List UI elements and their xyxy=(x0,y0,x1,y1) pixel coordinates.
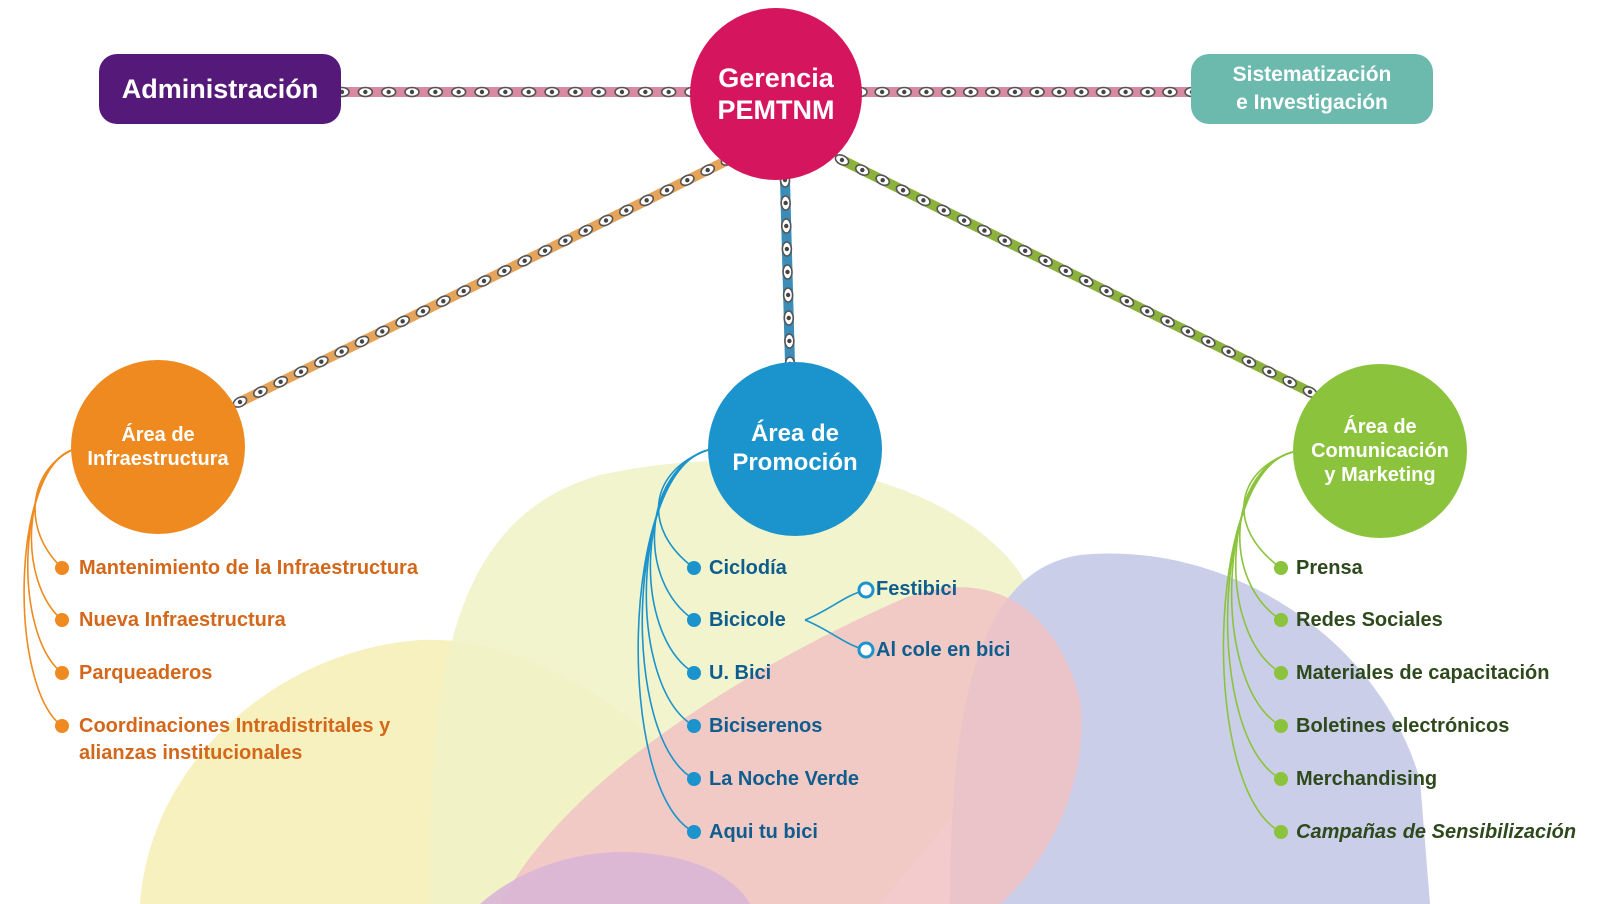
chain-admin xyxy=(334,86,700,98)
sistematizacion-label-1: Sistematización xyxy=(1232,62,1392,86)
bg-blob-periwinkle xyxy=(950,553,1430,904)
gerencia-label-2: PEMTNM xyxy=(717,95,835,125)
promocion-label-1: Área de xyxy=(750,420,840,448)
bullet-dot xyxy=(687,561,701,575)
bullet-dot xyxy=(1274,825,1288,839)
comunicacion-item: Merchandising xyxy=(1296,768,1438,790)
comunicacion-item: Campañas de Sensibilización xyxy=(1296,821,1577,843)
bullet-dot xyxy=(1274,666,1288,680)
bullet-dot xyxy=(55,666,69,680)
bullet-dot xyxy=(55,719,69,733)
branch-line xyxy=(637,449,709,833)
bullet-dot xyxy=(687,825,701,839)
gerencia-label-1: Gerencia xyxy=(718,62,834,93)
chain-sistematizacion xyxy=(852,86,1200,98)
promocion-subitem: Al cole en bici xyxy=(876,639,1011,661)
bullet-dot xyxy=(55,613,69,627)
comunicacion-item: Boletines electrónicos xyxy=(1296,715,1510,737)
promocion-item: Aqui tu bici xyxy=(709,821,818,843)
chain-comunicacion xyxy=(834,154,1318,398)
promocion-label-2: Promoción xyxy=(732,449,858,476)
comunicacion-label-2: Comunicación xyxy=(1311,440,1449,462)
administracion-box: Administración xyxy=(99,54,341,124)
comunicacion-item: Materiales de capacitación xyxy=(1296,662,1550,684)
infra-item: Mantenimiento de la Infraestructura xyxy=(79,557,418,579)
promocion-item: Biciserenos xyxy=(709,715,823,737)
bg-blob-pink xyxy=(500,587,1082,904)
chain-infraestructura xyxy=(232,154,736,408)
promocion-item: U. Bici xyxy=(709,662,772,684)
comunicacion-item: Prensa xyxy=(1296,557,1363,579)
bg-blob-purple xyxy=(480,852,750,904)
promocion-item: Bicicole xyxy=(709,609,786,631)
infraestructura-label-2: Infraestructura xyxy=(87,448,229,470)
gerencia-circle: Gerencia PEMTNM xyxy=(690,8,862,180)
bullet-dot xyxy=(55,561,69,575)
comunicacion-label-3: y Marketing xyxy=(1324,464,1436,486)
bullet-dot xyxy=(1274,613,1288,627)
infraestructura-label-1: Área de xyxy=(121,424,195,446)
promocion-subitem: Festibici xyxy=(876,578,958,600)
branch-line xyxy=(1222,451,1294,833)
sistematizacion-box: Sistematización e Investigación xyxy=(1191,54,1433,124)
comunicacion-label-1: Área de xyxy=(1343,416,1417,438)
bullet-dot xyxy=(687,666,701,680)
infra-item: Nueva Infraestructura xyxy=(79,609,286,631)
infra-item-continued: alianzas institucionales xyxy=(79,742,303,764)
infra-item: Coordinaciones Intradistritales y xyxy=(79,715,391,737)
branch-line xyxy=(1243,451,1294,569)
comunicacion-item: Redes Sociales xyxy=(1296,609,1443,631)
branch-line xyxy=(23,449,73,727)
administracion-label: Administración xyxy=(121,73,319,104)
comunicacion-circle: Área de Comunicación y Marketing xyxy=(1293,364,1467,538)
bullet-dot xyxy=(687,772,701,786)
infra-item: Parqueaderos xyxy=(79,662,213,684)
sistematizacion-label-2: e Investigación xyxy=(1236,91,1388,114)
chain-promocion xyxy=(779,172,796,372)
bullet-dot xyxy=(1274,719,1288,733)
infraestructura-circle: Área de Infraestructura xyxy=(71,360,245,534)
bullet-dot xyxy=(857,641,875,659)
promocion-item: Ciclodía xyxy=(709,557,787,579)
branch-line xyxy=(26,449,73,674)
bullet-dot xyxy=(687,613,701,627)
bullet-dot xyxy=(857,581,875,599)
bullet-dot xyxy=(1274,772,1288,786)
promocion-item: La Noche Verde xyxy=(709,768,860,790)
branch-line xyxy=(34,449,73,569)
bullet-dot xyxy=(687,719,701,733)
promocion-circle: Área de Promoción xyxy=(708,362,882,536)
bullet-dot xyxy=(1274,561,1288,575)
branch-line xyxy=(30,449,73,621)
